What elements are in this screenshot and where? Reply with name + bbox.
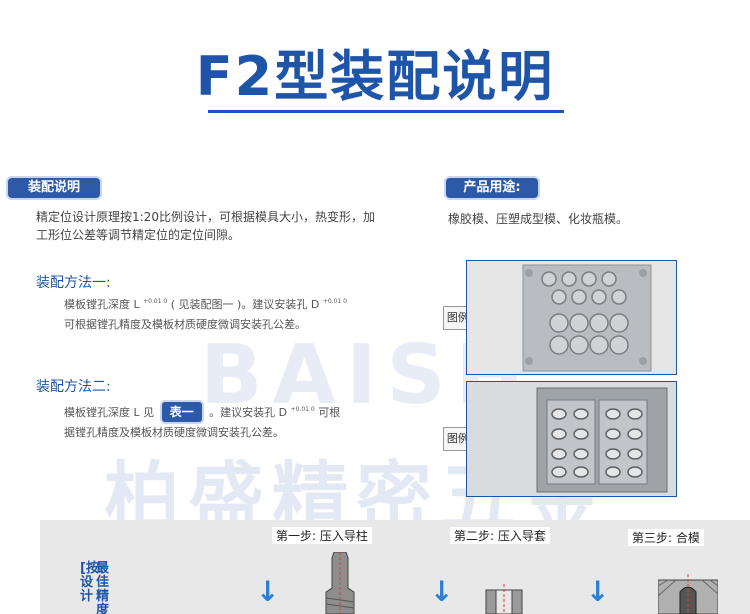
- step-one-label: 第一步: 压入导柱: [272, 527, 372, 544]
- step-three-label: 第三步: 合模: [628, 529, 704, 546]
- method-one-tolerance-d: +0.01 0: [322, 298, 347, 305]
- table-one-tag: 表一: [161, 402, 202, 422]
- step-three-arrow-down-icon: ↓: [586, 575, 610, 608]
- guide-bushing-drawing: [485, 584, 523, 614]
- mold-closed-drawing: [658, 574, 718, 614]
- step-two-label: 第二步: 压入导套: [450, 527, 550, 544]
- guide-pin-drawing: [325, 552, 355, 614]
- method-two-line2: 据镗孔精度及模板材质硬度微调安装孔公差。: [64, 426, 284, 439]
- title-underline: [208, 110, 564, 113]
- method-two-title: 装配方法二:: [36, 379, 111, 395]
- page-title: F2型装配说明: [195, 45, 555, 108]
- side-note-column: 最佳精度: [96, 561, 110, 614]
- method-one-title: 装配方法一:: [36, 275, 111, 291]
- method-one-line2: 可根据镗孔精度及模板材质硬度微调安装孔公差。: [64, 318, 306, 331]
- step-two-arrow-down-icon: ↓: [430, 575, 454, 608]
- method-two-line1a: 模板镗孔深度 L 见: [64, 406, 155, 419]
- method-one-line1b: ( 见装配图一 )。建议安装孔 D: [170, 298, 320, 311]
- method-two-tolerance-d: +0.01 0: [290, 406, 315, 413]
- vertical-side-note: [按设计最佳精度: [80, 562, 120, 614]
- figure-two-photo: [466, 381, 677, 497]
- figure-one-photo: [466, 260, 677, 375]
- method-one-text: 模板镗孔深度 L +0.01 0 ( 见装配图一 )。建议安装孔 D +0.01…: [64, 292, 364, 335]
- method-two-line1b: 。建议安装孔 D: [209, 406, 288, 419]
- assembly-intro-text: 精定位设计原理按1:20比例设计，可根据模具大小，热变形，加工形位公差等调节精定…: [36, 210, 375, 242]
- product-usage-tag: 产品用途:: [446, 178, 538, 198]
- mold-plate-shaped-cavities-image: [467, 382, 676, 496]
- method-two-line1c: 可根: [318, 406, 341, 419]
- side-note-column: [按设计: [80, 561, 99, 604]
- mold-plate-round-cavities-image: [467, 261, 676, 374]
- method-one-tolerance-l: +0.01 0: [143, 298, 168, 305]
- method-two-text: 模板镗孔深度 L 见 表一 。建议安装孔 D +0.01 0 可根 据镗孔精度及…: [64, 400, 364, 443]
- method-one-line1a: 模板镗孔深度 L: [64, 298, 140, 311]
- assembly-notes-tag: 装配说明: [8, 178, 100, 198]
- step-one-arrow-down-icon: ↓: [256, 575, 280, 608]
- product-usage-text: 橡胶模、压塑成型模、化妆瓶模。: [448, 212, 629, 226]
